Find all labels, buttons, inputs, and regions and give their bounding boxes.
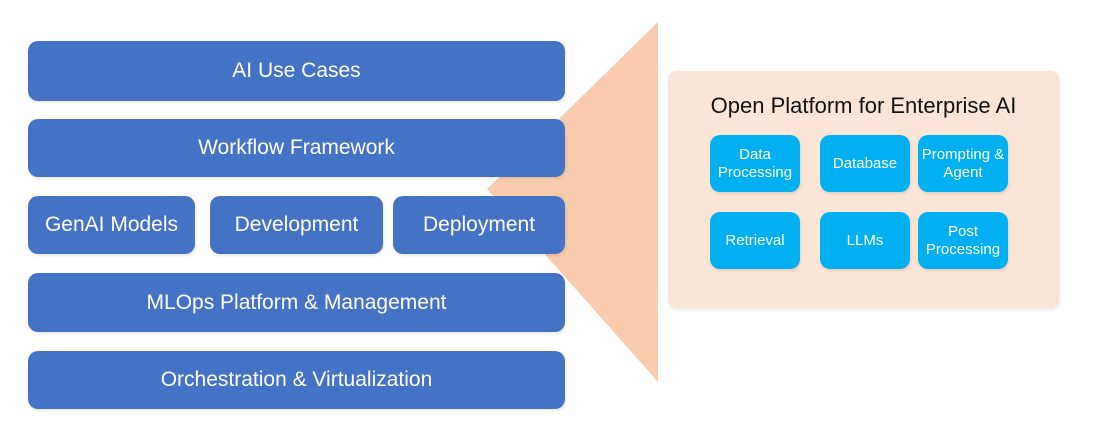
component-label: LLMs <box>846 231 884 249</box>
component-post-processing: Post Processing <box>918 212 1008 269</box>
stack-layer-mlops-platform: MLOps Platform & Management <box>28 273 565 332</box>
stack-layer-ai-use-cases: AI Use Cases <box>28 41 565 101</box>
component-retrieval: Retrieval <box>710 212 800 269</box>
component-label: Retrieval <box>725 231 785 249</box>
stack-layer-genai-models: GenAI Models <box>28 196 195 254</box>
stack-layer-workflow-framework: Workflow Framework <box>28 119 565 177</box>
panel-title: Open Platform for Enterprise AI <box>710 93 1017 118</box>
component-llms: LLMs <box>820 212 910 269</box>
open-platform-panel: Open Platform for Enterprise AI Data Pro… <box>668 71 1059 308</box>
stack-layer-development: Development <box>210 196 383 254</box>
stack-layer-label: GenAI Models <box>44 213 179 236</box>
component-label: Post Processing <box>925 222 1001 258</box>
component-label: Data Processing <box>717 145 793 181</box>
stack-layer-label: Development <box>234 213 359 236</box>
stack-layer-deployment: Deployment <box>393 196 565 254</box>
stack-layer-label: Deployment <box>422 213 536 236</box>
component-prompting-agent: Prompting & Agent <box>918 135 1008 192</box>
component-label: Database <box>832 154 898 172</box>
component-data-processing: Data Processing <box>710 135 800 192</box>
component-database: Database <box>820 135 910 192</box>
stack-layer-label: MLOps Platform & Management <box>146 290 447 314</box>
stack-layer-label: Orchestration & Virtualization <box>160 368 433 391</box>
stack-layer-label: Workflow Framework <box>198 136 395 159</box>
component-label: Prompting & Agent <box>921 145 1005 181</box>
zoom-wedge-triangle <box>487 22 658 382</box>
stack-layer-orchestration: Orchestration & Virtualization <box>28 351 565 409</box>
stack-layer-label: AI Use Cases <box>232 59 361 82</box>
